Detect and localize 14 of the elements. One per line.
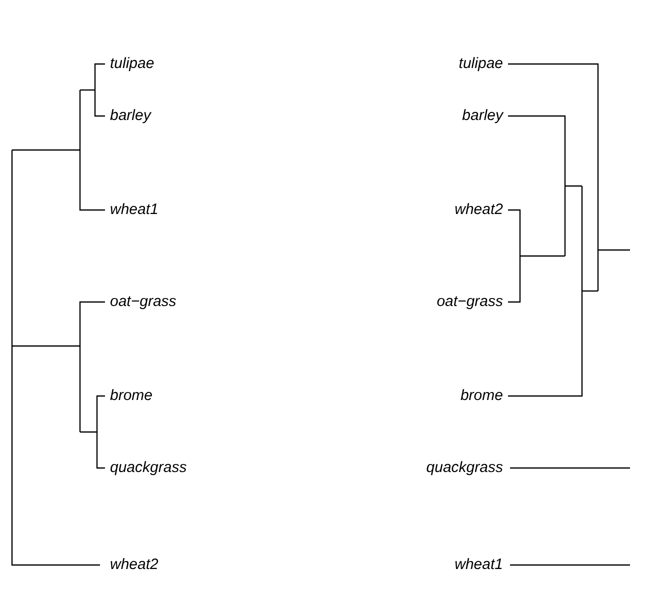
species-label: quackgrass [110, 459, 187, 477]
species-label: wheat1 [110, 201, 158, 219]
species-label: tulipae [110, 55, 154, 73]
species-label: wheat2 [110, 556, 158, 574]
species-label: barley [110, 107, 151, 125]
species-label: oat−grass [110, 293, 176, 311]
species-label: brome [110, 387, 153, 405]
species-label: oat−grass [436, 293, 503, 311]
species-label: quackgrass [426, 459, 503, 477]
species-label: barley [462, 107, 503, 125]
species-label: tulipae [458, 55, 503, 73]
species-label: brome [460, 387, 503, 405]
species-label: wheat1 [454, 556, 503, 574]
species-label: wheat2 [454, 201, 503, 219]
